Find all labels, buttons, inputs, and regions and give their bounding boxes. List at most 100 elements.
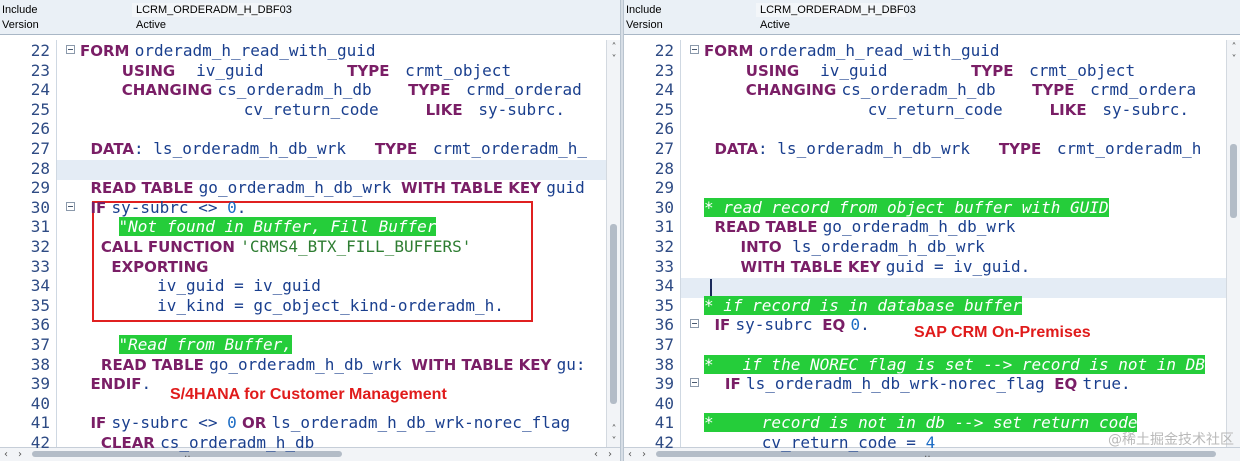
code-token: TYPE <box>371 81 467 100</box>
right-vertical-scrollbar[interactable]: ˄ ˅ <box>1226 40 1240 448</box>
code-line[interactable]: 32 INTO ls_orderadm_h_db_wrk <box>624 237 1224 257</box>
right-editor-pane[interactable]: Include LCRM_ORDERADM_H_DBF03 Version Ac… <box>624 0 1240 461</box>
code-line[interactable]: 37 "Read from Buffer, <box>0 335 600 355</box>
code-line[interactable]: 39 ENDIF. <box>0 374 600 394</box>
line-number: 26 <box>654 119 674 139</box>
scroll-thumb[interactable] <box>1230 144 1237 218</box>
left-horizontal-scrollbar[interactable]: ‹ › ‥ ‹ › <box>0 447 620 461</box>
scroll-down-icon[interactable]: ˅ <box>611 54 617 65</box>
code-line[interactable]: 27 DATA: ls_orderadm_h_db_wrk TYPE crmt_… <box>0 139 600 159</box>
code-line[interactable]: 31 READ TABLE go_orderadm_h_db_wrk <box>624 217 1224 237</box>
code-line[interactable]: 37 <box>624 335 1224 355</box>
code-comment: * record is not in db --> set return cod… <box>704 413 1138 433</box>
left-vertical-scrollbar[interactable]: ˄ ˅ ˄ ˅ <box>606 40 620 448</box>
code-token: WITH TABLE KEY <box>411 355 557 374</box>
code-line[interactable]: 26 <box>624 119 1224 139</box>
code-line[interactable]: 38 READ TABLE go_orderadm_h_db_wrk WITH … <box>0 355 600 375</box>
code-token: DATA <box>80 140 135 158</box>
pane-divider[interactable] <box>620 0 624 461</box>
code-text: ENDIF. <box>80 374 151 395</box>
scroll-handle-icon[interactable]: ‥ <box>184 449 191 460</box>
line-number: 29 <box>30 178 50 198</box>
scroll-down-icon[interactable]: ˅ <box>611 436 617 447</box>
left-editor-pane[interactable]: Include LCRM_ORDERADM_H_DBF03 Version Ac… <box>0 0 620 461</box>
code-line[interactable]: 28 <box>0 159 600 179</box>
code-line[interactable]: 33 WITH TABLE KEY guid = iv_guid. <box>624 257 1224 277</box>
code-line[interactable]: 23 USING iv_guid TYPE crmt_object <box>0 61 600 81</box>
code-line[interactable]: 26 <box>0 119 600 139</box>
scroll-up-icon[interactable]: ˄ <box>1231 42 1237 53</box>
code-line[interactable]: 42 cv_return_code = 4 <box>624 433 1224 453</box>
line-number: 23 <box>30 60 50 80</box>
horizontal-scroll-thumb[interactable] <box>656 451 1216 457</box>
code-token: go_orderadm_h_db_wrk <box>822 217 1016 237</box>
scroll-handle-icon[interactable]: ‥ <box>924 449 931 460</box>
code-line[interactable]: 23 USING iv_guid TYPE crmt_object <box>624 61 1224 81</box>
code-line[interactable]: 31 "Not found in Buffer, Fill Buffer <box>0 217 600 237</box>
code-token: orderadm_h_read_with_guid <box>758 41 1000 60</box>
scroll-up-icon[interactable]: ˄ <box>611 42 617 53</box>
scroll-thumb[interactable] <box>610 224 617 404</box>
code-line[interactable]: 38* if the NOREC flag is set --> record … <box>624 354 1224 375</box>
code-token: 0 <box>850 315 861 335</box>
left-header: Include LCRM_ORDERADM_H_DBF03 Version Ac… <box>0 0 620 35</box>
code-line[interactable]: 35* if record is in database buffer <box>624 295 1224 316</box>
scroll-left-icon[interactable]: ‹ <box>594 449 598 460</box>
fold-toggle-icon[interactable] <box>66 45 75 54</box>
scroll-right-icon[interactable]: › <box>608 449 612 460</box>
code-token: TYPE <box>263 61 406 80</box>
code-text: CHANGING cs_orderadm_h_db TYPE crmd_orde… <box>80 80 582 101</box>
code-line[interactable]: 34 iv_guid = iv_guid <box>0 276 600 296</box>
scroll-up-icon[interactable]: ˄ <box>611 424 617 435</box>
code-line[interactable]: 42 CLEAR cs_orderadm_h_db <box>0 433 600 453</box>
code-line[interactable]: 29 <box>624 178 1224 198</box>
code-line[interactable]: 35 iv_kind = gc_object_kind-orderadm_h. <box>0 296 600 316</box>
scroll-left-icon[interactable]: ‹ <box>4 449 8 460</box>
code-line[interactable]: 36 <box>0 315 600 335</box>
horizontal-scroll-thumb[interactable] <box>32 451 342 457</box>
line-number: 38 <box>30 354 50 374</box>
fold-toggle-icon[interactable] <box>690 319 699 329</box>
code-line[interactable]: 30* read record from object buffer with … <box>624 197 1224 218</box>
scroll-down-icon[interactable]: ˅ <box>1231 54 1237 65</box>
fold-toggle-icon[interactable] <box>690 378 699 388</box>
code-line[interactable]: 24 CHANGING cs_orderadm_h_db TYPE crmd_o… <box>0 80 600 100</box>
right-horizontal-scrollbar[interactable]: ‹ › ‥ <box>624 447 1240 461</box>
line-number: 42 <box>30 433 50 452</box>
include-field[interactable]: LCRM_ORDERADM_H_DBF03 <box>756 3 916 17</box>
line-number: 28 <box>654 158 674 178</box>
code-line[interactable]: 40 <box>624 394 1224 414</box>
code-line[interactable]: 30 IF sy-subrc <> 0. <box>0 198 600 218</box>
code-token: . <box>141 374 152 394</box>
code-line[interactable]: 29 READ TABLE go_orderadm_h_db_wrk WITH … <box>0 178 600 198</box>
code-line[interactable]: 33 EXPORTING <box>0 257 600 277</box>
line-number: 27 <box>30 139 50 158</box>
code-line[interactable]: 34 <box>624 276 1224 296</box>
line-number: 32 <box>654 237 674 256</box>
scroll-right-icon[interactable]: › <box>642 449 646 460</box>
code-text: * if record is in database buffer <box>704 295 1022 316</box>
code-line[interactable]: 28 <box>624 159 1224 179</box>
code-line[interactable]: 41* record is not in db --> set return c… <box>624 413 1224 433</box>
code-line[interactable]: 36 IF sy-subrc EQ 0. <box>624 315 1224 335</box>
code-line[interactable]: 25 cv_return_code LIKE sy-subrc. <box>624 100 1224 120</box>
scroll-left-icon[interactable]: ‹ <box>628 449 632 460</box>
code-line[interactable]: 39 IF ls_orderadm_h_db_wrk-norec_flag EQ… <box>624 374 1224 394</box>
code-line[interactable]: 24 CHANGING cs_orderadm_h_db TYPE crmd_o… <box>624 80 1224 100</box>
include-field[interactable]: LCRM_ORDERADM_H_DBF03 <box>132 3 292 17</box>
scroll-right-icon[interactable]: › <box>18 449 22 460</box>
code-token: . <box>860 315 870 335</box>
code-line[interactable]: 27 DATA: ls_orderadm_h_db_wrk TYPE crmt_… <box>624 139 1224 159</box>
code-line[interactable]: 41 IF sy-subrc <> 0 OR ls_orderadm_h_db_… <box>0 413 600 433</box>
code-line[interactable]: 40 <box>0 394 600 414</box>
code-text: INTO ls_orderadm_h_db_wrk <box>704 237 985 258</box>
fold-toggle-icon[interactable] <box>66 201 75 211</box>
code-text: DATA: ls_orderadm_h_db_wrk TYPE crmt_ord… <box>704 139 1201 160</box>
code-token: : ls_orderadm_h_db_wrk <box>758 139 999 158</box>
fold-toggle-icon[interactable] <box>690 45 699 54</box>
code-line[interactable]: 25 cv_return_code LIKE sy-subrc. <box>0 100 600 120</box>
code-token: LIKE <box>378 100 479 119</box>
code-line[interactable]: 32 CALL FUNCTION 'CRMS4_BTX_FILL_BUFFERS… <box>0 237 600 257</box>
